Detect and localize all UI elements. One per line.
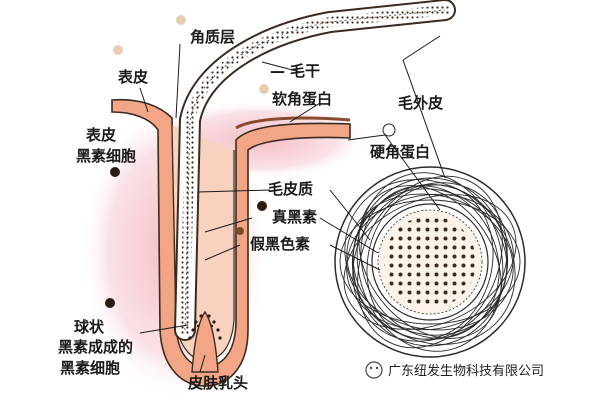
mesh-strand [344,179,516,345]
epidermal-melanocyte-marker [110,167,120,177]
mesh-strand [339,199,521,325]
label-bulb-melanocyte-2: 黑素成成的 [58,338,133,356]
mesh-strand [352,182,508,342]
bulb-melanocyte-marker [105,298,115,308]
label-cuticle: 毛外皮 [398,94,443,112]
label-epidermal-melanocyte-2: 黑素细胞 [76,147,136,165]
label-bulb-melanocyte-1: 球状 [74,318,105,336]
leader-lines [139,35,446,373]
dermal-papilla [191,310,219,373]
hair-medulla-line [184,9,446,331]
label-epidermal-melanocyte-1: 表皮 [86,126,116,144]
soft-keratin-layer [235,116,351,130]
label-hair-shaft: 毛干 [290,62,320,80]
label-stratum-corneum: 角质层 [190,28,235,46]
label-pheomelanin: 假黑色素 [250,235,310,253]
label-epidermis: 表皮 [118,68,148,86]
label-cortex: 毛皮质 [268,180,313,198]
mesh-strand [357,175,503,349]
label-hair-shaft-dash: — [270,62,285,80]
epidermis-layer [111,98,351,387]
mesh-strand [358,185,502,339]
label-eumelanin: 真黑素 [272,208,317,226]
label-dermal-papilla: 皮肤乳头 [188,374,248,392]
soft-keratin-marker [259,84,269,94]
watermark: 广东纽发生物科技有限公司 [365,361,544,379]
watermark-text: 广东纽发生物科技有限公司 [388,363,544,379]
stratum-corneum-marker [176,15,186,25]
hair-cross-section [334,166,526,358]
eumelanin-marker [257,201,267,211]
label-soft-keratin: 软角蛋白 [272,90,332,108]
mesh-strand [351,184,509,340]
mesh-strand [343,194,517,330]
mesh-strand [356,172,504,352]
mesh-strand [346,193,514,331]
label-hard-keratin: 硬角蛋白 [370,143,430,161]
hard-keratin-marker [382,123,396,137]
epidermis-marker [113,45,123,55]
label-bulb-melanocyte-3: 黑素细胞 [60,359,120,377]
pheomelanin-marker [236,227,244,235]
mesh-strand [346,193,514,331]
wechat-icon [365,361,383,379]
bulb-melanin-dots [188,314,222,340]
